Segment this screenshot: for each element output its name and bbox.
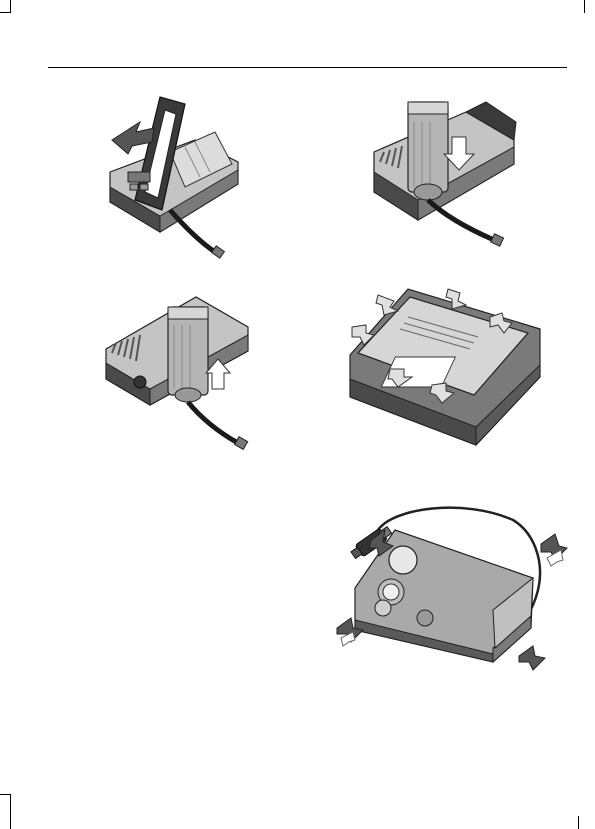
crop-mark-bottom-left-horizontal bbox=[0, 794, 11, 795]
compressor-cover-lift-illustration bbox=[100, 92, 245, 262]
crop-mark-top-right bbox=[584, 0, 585, 13]
sealant-bottle-insert-illustration bbox=[366, 92, 521, 260]
sealant-bottle-seat-illustration bbox=[100, 287, 250, 457]
crop-mark-bottom-right bbox=[578, 816, 579, 829]
crop-mark-top-left-horizontal bbox=[0, 12, 11, 13]
crop-mark-top-left-vertical bbox=[10, 0, 11, 13]
header-rule bbox=[48, 67, 567, 68]
crop-mark-bottom-left-vertical bbox=[10, 794, 11, 829]
compressor-hose-and-plug-illustration bbox=[333, 500, 573, 680]
compressor-cover-close-illustration bbox=[348, 287, 543, 447]
